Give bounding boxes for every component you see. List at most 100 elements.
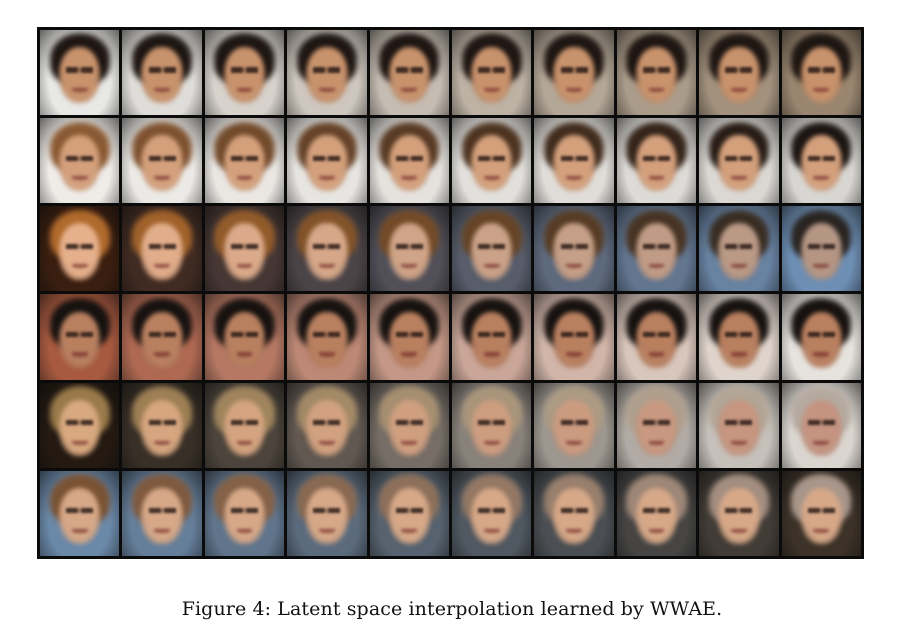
mouth-region — [154, 176, 171, 181]
face-region — [59, 311, 101, 368]
face-region — [553, 223, 595, 280]
face-region — [471, 223, 513, 280]
mouth-region — [318, 87, 335, 93]
mouth-region — [154, 264, 171, 269]
face-image-r1-c5 — [369, 30, 449, 116]
face-region — [306, 399, 348, 456]
face-image-r3-c3 — [204, 206, 285, 292]
face-image-r1-c4 — [287, 30, 367, 116]
mouth-region — [154, 352, 171, 357]
eyes-region — [395, 243, 423, 249]
eyes-region — [230, 420, 258, 426]
eyes-region — [66, 508, 94, 514]
face-region — [718, 223, 760, 280]
face-region — [223, 487, 266, 545]
face-image-r3-c9 — [699, 206, 779, 292]
face-image-r2-c7 — [534, 118, 614, 204]
eyes-region — [725, 243, 753, 249]
mouth-region — [483, 528, 500, 533]
mouth-region — [154, 87, 171, 93]
eyes-region — [313, 508, 341, 514]
face-region — [141, 311, 183, 368]
mouth-region — [401, 87, 418, 93]
eyes-region — [230, 155, 258, 161]
face-image-r4-c5 — [369, 294, 449, 380]
mouth-region — [566, 440, 583, 445]
face-region — [718, 311, 760, 368]
mouth-region — [483, 352, 500, 357]
face-image-r5-c8 — [616, 382, 697, 468]
face-image-r6-c1 — [40, 470, 120, 556]
mouth-region — [71, 176, 88, 181]
eyes-region — [395, 67, 423, 73]
face-image-r1-c10 — [781, 30, 861, 116]
mouth-region — [648, 440, 665, 445]
mouth-region — [71, 264, 88, 269]
mouth-region — [813, 528, 830, 533]
eyes-region — [148, 67, 176, 73]
face-region — [718, 47, 760, 104]
mouth-region — [154, 528, 171, 533]
eyes-region — [807, 420, 835, 426]
face-image-r1-c6 — [452, 30, 532, 116]
interpolation-image-grid — [37, 27, 864, 559]
face-region — [800, 223, 842, 280]
mouth-region — [71, 528, 88, 533]
face-region — [635, 47, 678, 104]
eyes-region — [560, 508, 588, 514]
face-image-r2-c4 — [287, 118, 367, 204]
face-region — [59, 47, 101, 104]
eyes-region — [478, 331, 506, 338]
eyes-region — [395, 331, 423, 338]
eyes-region — [395, 155, 423, 161]
mouth-region — [813, 87, 830, 93]
face-image-r5-c1 — [40, 382, 120, 468]
face-image-r4-c3 — [204, 294, 285, 380]
face-region — [223, 311, 266, 368]
face-region — [553, 399, 595, 456]
face-region — [635, 223, 678, 280]
eyes-region — [230, 508, 258, 514]
face-region — [635, 399, 678, 456]
eyes-region — [560, 420, 588, 426]
eyes-region — [313, 420, 341, 426]
eyes-region — [642, 67, 670, 73]
face-image-r6-c2 — [122, 470, 202, 556]
mouth-region — [318, 176, 335, 181]
mouth-region — [401, 528, 418, 533]
face-region — [388, 135, 430, 192]
face-region — [388, 399, 430, 456]
face-region — [800, 135, 842, 192]
face-image-r1-c9 — [699, 30, 779, 116]
face-region — [718, 487, 760, 545]
eyes-region — [148, 243, 176, 249]
mouth-region — [813, 264, 830, 269]
face-region — [388, 487, 430, 545]
mouth-region — [71, 87, 88, 93]
face-region — [306, 135, 348, 192]
face-image-r4-c9 — [699, 294, 779, 380]
face-region — [141, 223, 183, 280]
mouth-region — [483, 176, 500, 181]
face-region — [141, 399, 183, 456]
eyes-region — [478, 155, 506, 161]
face-image-r5-c5 — [369, 382, 449, 468]
face-region — [471, 487, 513, 545]
face-image-r4-c10 — [781, 294, 861, 380]
mouth-region — [730, 528, 747, 533]
mouth-region — [730, 87, 747, 93]
face-region — [800, 487, 842, 545]
mouth-region — [483, 87, 500, 93]
face-region — [223, 399, 266, 456]
mouth-region — [813, 176, 830, 181]
face-region — [223, 135, 266, 192]
face-region — [223, 223, 266, 280]
face-image-r6-c8 — [616, 470, 697, 556]
eyes-region — [642, 243, 670, 249]
eyes-region — [66, 155, 94, 161]
mouth-region — [318, 440, 335, 445]
face-image-r3-c1 — [40, 206, 120, 292]
face-image-r5-c9 — [699, 382, 779, 468]
eyes-region — [66, 420, 94, 426]
mouth-region — [236, 176, 253, 181]
